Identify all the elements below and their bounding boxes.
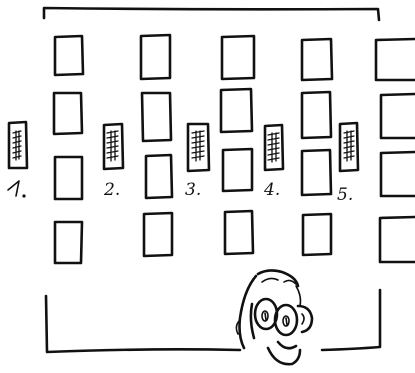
bottom-wall <box>46 290 380 352</box>
station-5: 5. <box>337 123 358 205</box>
station-label: 4. <box>263 180 280 200</box>
seat <box>146 155 172 198</box>
seat <box>141 35 170 79</box>
top-wall <box>44 8 379 20</box>
station-icon <box>9 122 27 168</box>
station-icon <box>265 125 283 170</box>
seat <box>142 93 171 141</box>
seat <box>302 39 332 80</box>
seat <box>54 93 82 134</box>
seat <box>302 92 331 138</box>
seat <box>303 214 331 255</box>
seat <box>380 217 415 262</box>
station-label: 5. <box>337 185 353 205</box>
seat <box>225 211 253 254</box>
seat-column-5 <box>376 39 415 262</box>
station-label: 3. <box>185 180 201 200</box>
seat <box>302 150 331 195</box>
station-label: 1. <box>8 181 24 201</box>
seat <box>376 39 415 80</box>
seat <box>55 36 83 75</box>
station-1: 5. 1. <box>8 122 27 201</box>
seat <box>55 157 82 199</box>
seat <box>381 94 415 138</box>
station-label: 2. <box>103 180 120 200</box>
seat <box>222 36 254 79</box>
station-4: 4. <box>263 125 283 200</box>
seat <box>223 149 252 191</box>
seat <box>381 152 415 196</box>
seat <box>55 222 82 263</box>
person-face-with-glasses-icon <box>236 270 312 364</box>
seat-column-4 <box>302 39 332 255</box>
station-3: 3. <box>185 124 209 200</box>
seat-column-2 <box>141 35 172 256</box>
seat-column-3 <box>221 36 254 254</box>
seat <box>144 213 172 256</box>
seat <box>221 89 252 132</box>
station-2: 2. <box>103 124 123 200</box>
seat-column-1 <box>54 36 83 263</box>
